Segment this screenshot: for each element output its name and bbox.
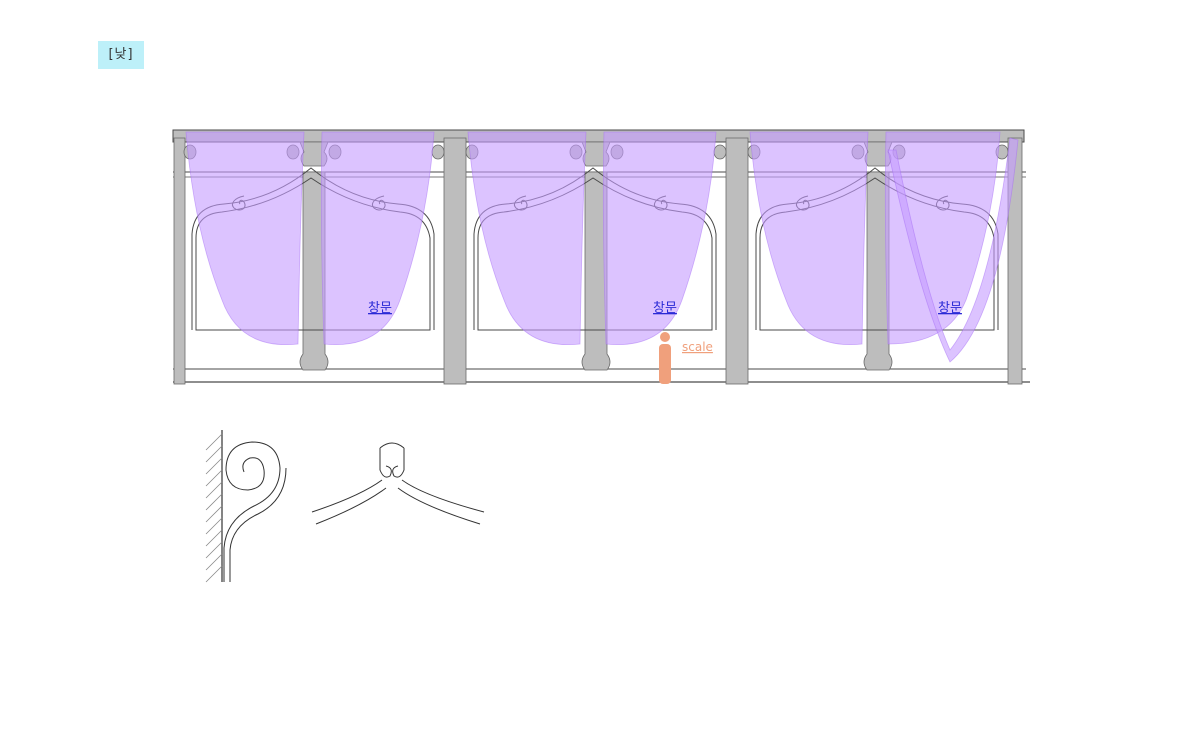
pillar-2 bbox=[725, 137, 749, 385]
svg-text:창문: 창문 bbox=[368, 301, 392, 316]
curtain-bay1-left bbox=[185, 131, 305, 346]
scale-label[interactable]: scale bbox=[682, 340, 713, 354]
window-labels[interactable]: 창문 창문 창문 bbox=[368, 301, 962, 316]
window-label-2[interactable]: 창문 bbox=[653, 301, 677, 316]
center-hook-detail bbox=[311, 442, 485, 525]
pillar-left bbox=[173, 137, 186, 385]
time-tag: [낮] bbox=[98, 41, 144, 69]
curtain-bay1-right bbox=[320, 131, 435, 346]
curtain-bay2-left bbox=[467, 131, 587, 346]
curtain-bay2-right bbox=[602, 131, 717, 346]
scale-figure bbox=[659, 332, 671, 384]
wall-hatching bbox=[205, 433, 223, 583]
pillar-right bbox=[1007, 137, 1023, 385]
curtain-bay3-left bbox=[749, 131, 869, 346]
curtains bbox=[185, 131, 1019, 363]
bottom-sill bbox=[173, 368, 1030, 383]
window-label-3[interactable]: 창문 bbox=[938, 301, 962, 316]
svg-text:scale: scale bbox=[682, 340, 713, 354]
svg-text:창문: 창문 bbox=[653, 301, 677, 316]
scroll-bracket-detail bbox=[205, 430, 287, 583]
window-label-1[interactable]: 창문 bbox=[368, 301, 392, 316]
svg-text:창문: 창문 bbox=[938, 301, 962, 316]
pillar-1 bbox=[443, 137, 467, 385]
curtain-bay3-swept bbox=[887, 137, 1019, 363]
